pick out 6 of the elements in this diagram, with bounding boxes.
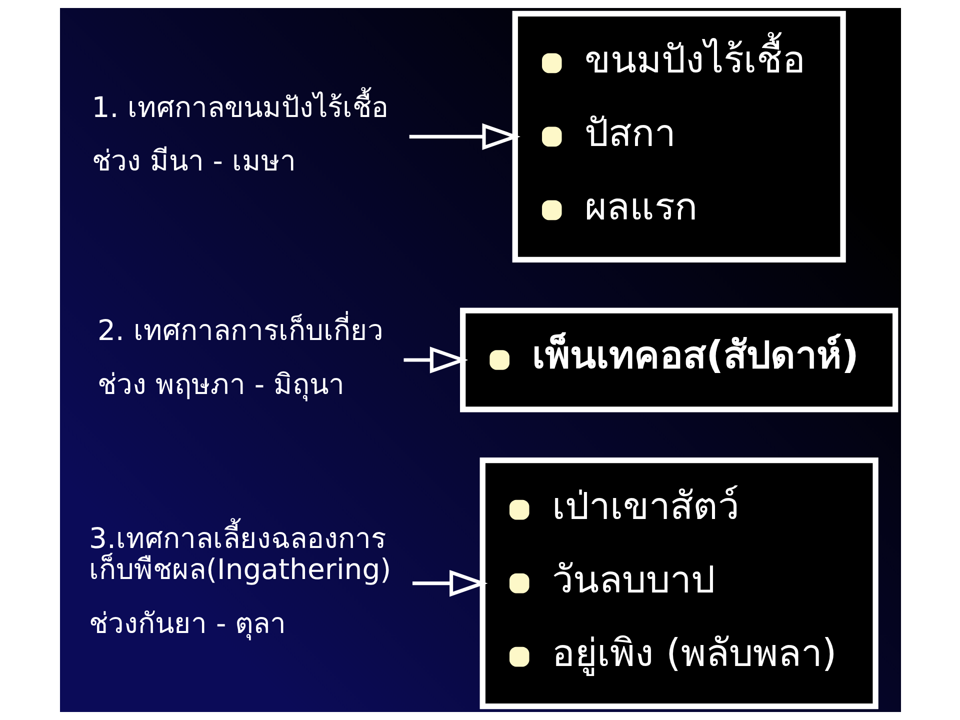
node-box: ขนมปังไร้เชื้อ ปัสกา ผลแรก [512,10,846,262]
arrow [403,346,468,374]
node-box: เพ็นเทคอส(สัปดาห์) [460,308,898,412]
arrow [408,123,520,150]
node-box: เป่าเขาสัตว์ วันลบบาป อยู่เพิง (พลับพลา) [479,458,878,710]
arrow [412,570,488,597]
